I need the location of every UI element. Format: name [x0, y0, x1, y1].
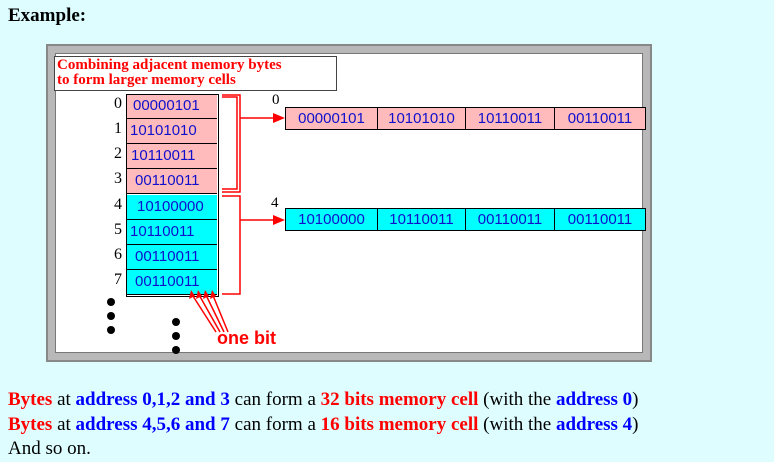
cell-byte: 00110011: [465, 208, 555, 231]
one-bit-pointer: [211, 292, 229, 333]
text-plain: ): [632, 389, 639, 410]
one-bit-pointer: [197, 292, 221, 333]
text-cell-address: address 4: [555, 414, 633, 435]
memory-byte: 00110011: [127, 270, 217, 295]
text-bytes: Bytes: [8, 389, 53, 410]
explanation-line-1: Bytes at address 0,1,2 and 3 can form a …: [8, 389, 639, 411]
one-bit-arrowhead: [203, 290, 209, 299]
explanation-line-3: And so on.: [8, 438, 91, 459]
byte-address: 2: [114, 145, 122, 162]
text-plain: can form a: [229, 414, 321, 435]
memory-byte: 00000101: [127, 94, 217, 119]
memory-byte: 00110011: [127, 245, 217, 270]
text-cell-address: address 0: [555, 389, 633, 410]
one-bit-label: one bit: [217, 328, 276, 348]
ellipsis-dot: [107, 312, 115, 320]
byte-address: 4: [114, 196, 122, 213]
diagram-title: Combining adjacent memory bytes to form …: [54, 56, 337, 91]
byte-address: 3: [114, 170, 122, 187]
bracket-bytes-0-3-inner: [222, 96, 238, 190]
text-plain: (with the: [478, 389, 556, 410]
diagram-title-line1: Combining adjacent memory bytes: [57, 57, 282, 73]
memory-byte: 10110011: [127, 220, 217, 245]
ellipsis-dot: [172, 318, 180, 326]
memory-byte: 10110011: [127, 144, 217, 169]
one-bit-arrowhead: [189, 290, 195, 299]
cell-address: 0: [272, 92, 280, 108]
memory-byte: 10101010: [127, 119, 217, 144]
text-cell-size: 16 bits memory cell: [320, 414, 479, 435]
text-plain: can form a: [229, 389, 321, 410]
cell-address: 4: [271, 195, 279, 211]
cell-byte: 00110011: [554, 208, 646, 231]
cell-byte: 00110011: [554, 107, 646, 130]
explanation-line-2: Bytes at address 4,5,6 and 7 can form a …: [8, 414, 639, 436]
ellipsis-dot: [172, 332, 180, 340]
byte-address: 7: [114, 271, 122, 288]
text-bytes: Bytes: [8, 414, 53, 435]
ellipsis-dot: [107, 298, 115, 306]
bracket-bytes-0-3: [222, 94, 241, 193]
cell-byte: 10101010: [377, 107, 466, 130]
text-address-range: address 4,5,6 and 7: [75, 414, 230, 435]
cell-byte: 10110011: [377, 208, 466, 231]
text-plain: at: [52, 414, 76, 435]
diagram-title-line2: to form larger memory cells: [57, 72, 236, 88]
text-address-range: address 0,1,2 and 3: [75, 389, 230, 410]
memory-byte: 10100000: [127, 195, 217, 220]
one-bit-pointer: [190, 292, 217, 333]
heading: Example:: [8, 5, 87, 26]
bracket-bytes-4-7: [222, 195, 241, 295]
ellipsis-dot: [107, 326, 115, 334]
text-plain: (with the: [478, 414, 556, 435]
text-plain: at: [52, 389, 76, 410]
byte-address: 6: [114, 246, 122, 263]
one-bit-arrowhead: [210, 290, 216, 299]
one-bit-arrowhead: [196, 290, 202, 299]
arrowhead-cell0: [273, 113, 285, 123]
arrowhead-cell4: [273, 215, 285, 225]
byte-address: 5: [114, 221, 122, 238]
byte-address: 0: [114, 95, 122, 112]
cell-byte: 00000101: [285, 107, 378, 130]
ellipsis-dot: [172, 346, 180, 354]
text-cell-size: 32 bits memory cell: [320, 389, 479, 410]
cell-byte: 10110011: [465, 107, 555, 130]
memory-byte: 00110011: [127, 169, 217, 194]
text-plain: ): [632, 414, 639, 435]
one-bit-pointer: [204, 292, 225, 333]
byte-address: 1: [114, 120, 122, 137]
